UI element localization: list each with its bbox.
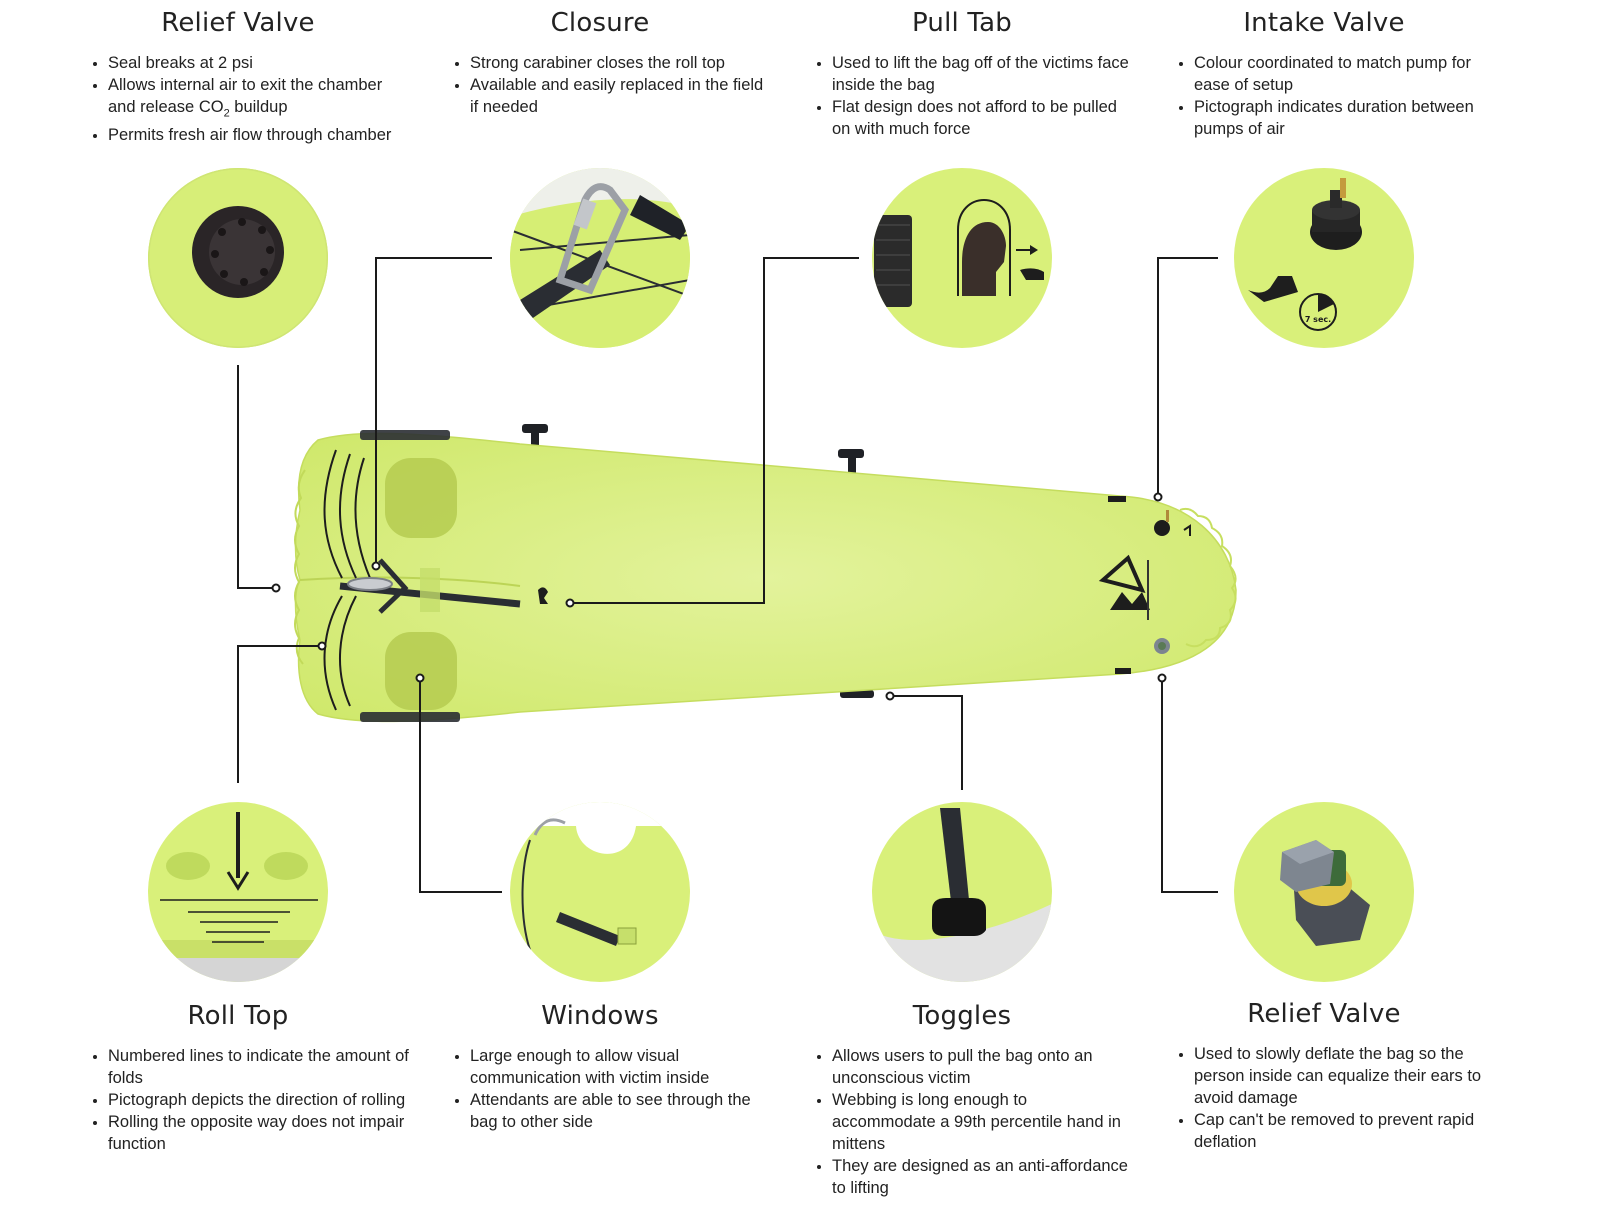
callout-relief-valve-bottom: Relief Valve Used to slowly deflate the … (1176, 999, 1496, 1153)
bag-tail-crinkles (1179, 507, 1237, 648)
callout-bullets: Seal breaks at 2 psi Allows internal air… (90, 52, 410, 146)
bullet-item: Permits fresh air flow through chamber (108, 124, 410, 146)
bullet-item: Available and easily replaced in the fie… (470, 74, 772, 118)
leader-endpoints (271, 492, 1167, 701)
bullet-item: Colour coordinated to match pump for eas… (1194, 52, 1496, 96)
callout-bullets: Used to slowly deflate the bag so the pe… (1176, 1043, 1496, 1153)
toggle-bottom-2 (840, 690, 874, 698)
bullet-item: Rolling the opposite way does not impair… (108, 1111, 410, 1155)
bullet-item: Pictograph depicts the direction of roll… (108, 1089, 410, 1111)
detail-relief-valve-top (148, 168, 328, 348)
pictograph-duration-label: 7 sec. (1305, 315, 1331, 324)
bag-intake-valve (1154, 510, 1191, 536)
callout-intake-valve: Intake Valve Colour coordinated to match… (1176, 8, 1496, 140)
callout-bullets: Allows users to pull the bag onto an unc… (814, 1045, 1134, 1199)
detail-closure (510, 168, 690, 348)
brand-logo (1098, 554, 1150, 620)
bullet-item: Used to lift the bag off of the victims … (832, 52, 1134, 96)
callout-bullets: Numbered lines to indicate the amount of… (90, 1045, 410, 1155)
callout-bullets: Used to lift the bag off of the victims … (814, 52, 1134, 140)
callout-bullets: Strong carabiner closes the roll top Ava… (452, 52, 772, 118)
leader-lines (237, 257, 1218, 893)
bullet-item: Numbered lines to indicate the amount of… (108, 1045, 410, 1089)
bag-relief-valve (1154, 638, 1170, 654)
callout-bullets: Large enough to allow visual communicati… (452, 1045, 772, 1133)
callout-title: Closure (550, 8, 650, 38)
bullet-item: Strong carabiner closes the roll top (470, 52, 772, 74)
callout-title: Relief Valve (161, 8, 315, 38)
callout-toggles: Toggles Allows users to pull the bag ont… (814, 1001, 1134, 1199)
roll-top-fold-lines (323, 449, 371, 711)
bullet-item: They are designed as an anti-affordance … (832, 1155, 1134, 1199)
detail-intake-valve: 7 sec. (1234, 168, 1414, 348)
bullet-item: Allows users to pull the bag onto an unc… (832, 1045, 1134, 1089)
co2-subscript: 2 (223, 107, 230, 120)
callout-closure: Closure Strong carabiner closes the roll… (452, 8, 772, 118)
bullet-item: Cap can't be removed to prevent rapid de… (1194, 1109, 1496, 1153)
bullet-item: Attendants are able to see through the b… (470, 1089, 772, 1133)
bag-left-crinkles (294, 469, 306, 665)
detail-pull-tab (872, 168, 1052, 348)
closure-strap (339, 558, 521, 614)
bullet-item: Seal breaks at 2 psi (108, 52, 410, 74)
bullet-text: Allows internal air to exit the chamber … (108, 76, 383, 116)
callout-title: Pull Tab (911, 8, 1013, 38)
bullet-item: Pictograph indicates duration between pu… (1194, 96, 1496, 140)
callout-title: Windows (541, 1001, 659, 1031)
callout-title: Relief Valve (1247, 999, 1401, 1029)
detail-relief-valve-bottom (1234, 802, 1414, 982)
bullet-item: Allows internal air to exit the chamber … (108, 74, 410, 124)
callout-title: Intake Valve (1243, 8, 1405, 38)
callout-relief-valve-top: Relief Valve Seal breaks at 2 psi Allows… (90, 8, 410, 146)
bullet-item: Flat design does not afford to be pulled… (832, 96, 1134, 140)
detail-toggles (872, 802, 1052, 982)
bullet-text-tail: buildup (229, 98, 288, 116)
bullet-item: Large enough to allow visual communicati… (470, 1045, 772, 1089)
callout-title: Toggles (912, 1001, 1012, 1031)
toggle-top-2 (838, 449, 864, 477)
window-bottom (385, 632, 457, 710)
rescue-bag (294, 424, 1237, 723)
bullet-item: Webbing is long enough to accommodate a … (832, 1089, 1134, 1155)
callout-pull-tab: Pull Tab Used to lift the bag off of the… (814, 8, 1134, 140)
window-top (385, 458, 457, 538)
callout-roll-top: Roll Top Numbered lines to indicate the … (90, 1001, 410, 1155)
callout-title: Roll Top (187, 1001, 289, 1031)
callout-bullets: Colour coordinated to match pump for eas… (1176, 52, 1496, 140)
detail-roll-top (148, 802, 328, 982)
callout-windows: Windows Large enough to allow visual com… (452, 1001, 772, 1133)
bullet-item: Used to slowly deflate the bag so the pe… (1194, 1043, 1496, 1109)
detail-windows (510, 802, 690, 982)
toggle-top-1 (522, 424, 548, 452)
